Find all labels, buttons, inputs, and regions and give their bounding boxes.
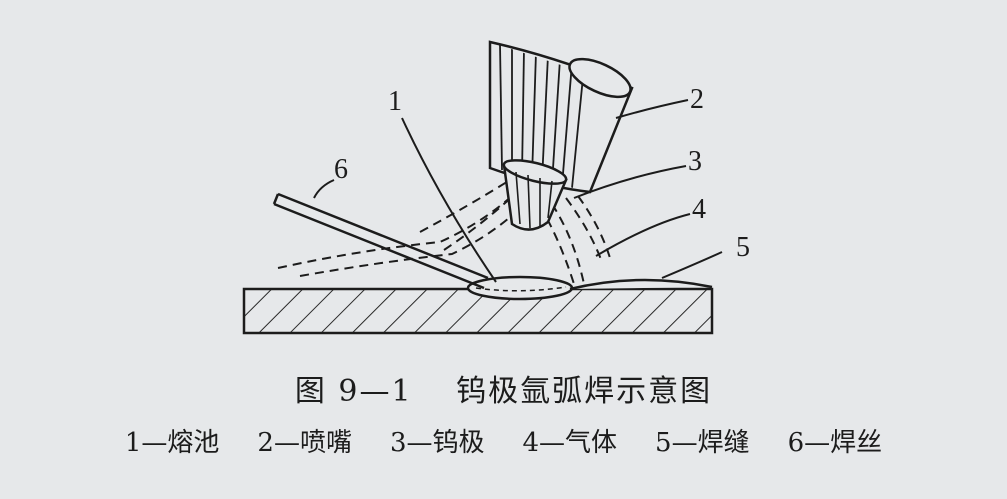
leader-lines [313, 99, 723, 283]
weld-seam [569, 278, 713, 291]
callout-3: 3 [688, 146, 702, 177]
filler-wire [272, 192, 489, 290]
callout-6: 6 [334, 154, 348, 185]
legend-item-tungsten-electrode: 3—钨极 [389, 428, 485, 458]
callout-2: 2 [690, 84, 704, 115]
callout-4: 4 [692, 194, 706, 225]
legend-item-nozzle: 2—喷嘴 [257, 428, 352, 458]
legend-item-gas: 4—气体 [522, 428, 618, 458]
workpiece-plate [242, 287, 714, 335]
callout-1: 1 [388, 86, 402, 117]
legend-item-filler-wire: 6—焊丝 [787, 428, 883, 458]
legend-item-weld-seam: 5—焊缝 [655, 428, 750, 458]
figure-legend: 1—熔池 2—喷嘴 3—钨极 4—气体 5—焊缝 6—焊丝 [0, 422, 1007, 459]
welding-diagram: 1 2 3 4 5 6 [242, 40, 750, 335]
legend-item-weld-pool: 1—熔池 [124, 428, 220, 458]
figure-caption: 图 9—1 钨极氩弧焊示意图 [294, 374, 713, 409]
tungsten-electrode [502, 159, 568, 231]
callout-5: 5 [736, 232, 750, 263]
